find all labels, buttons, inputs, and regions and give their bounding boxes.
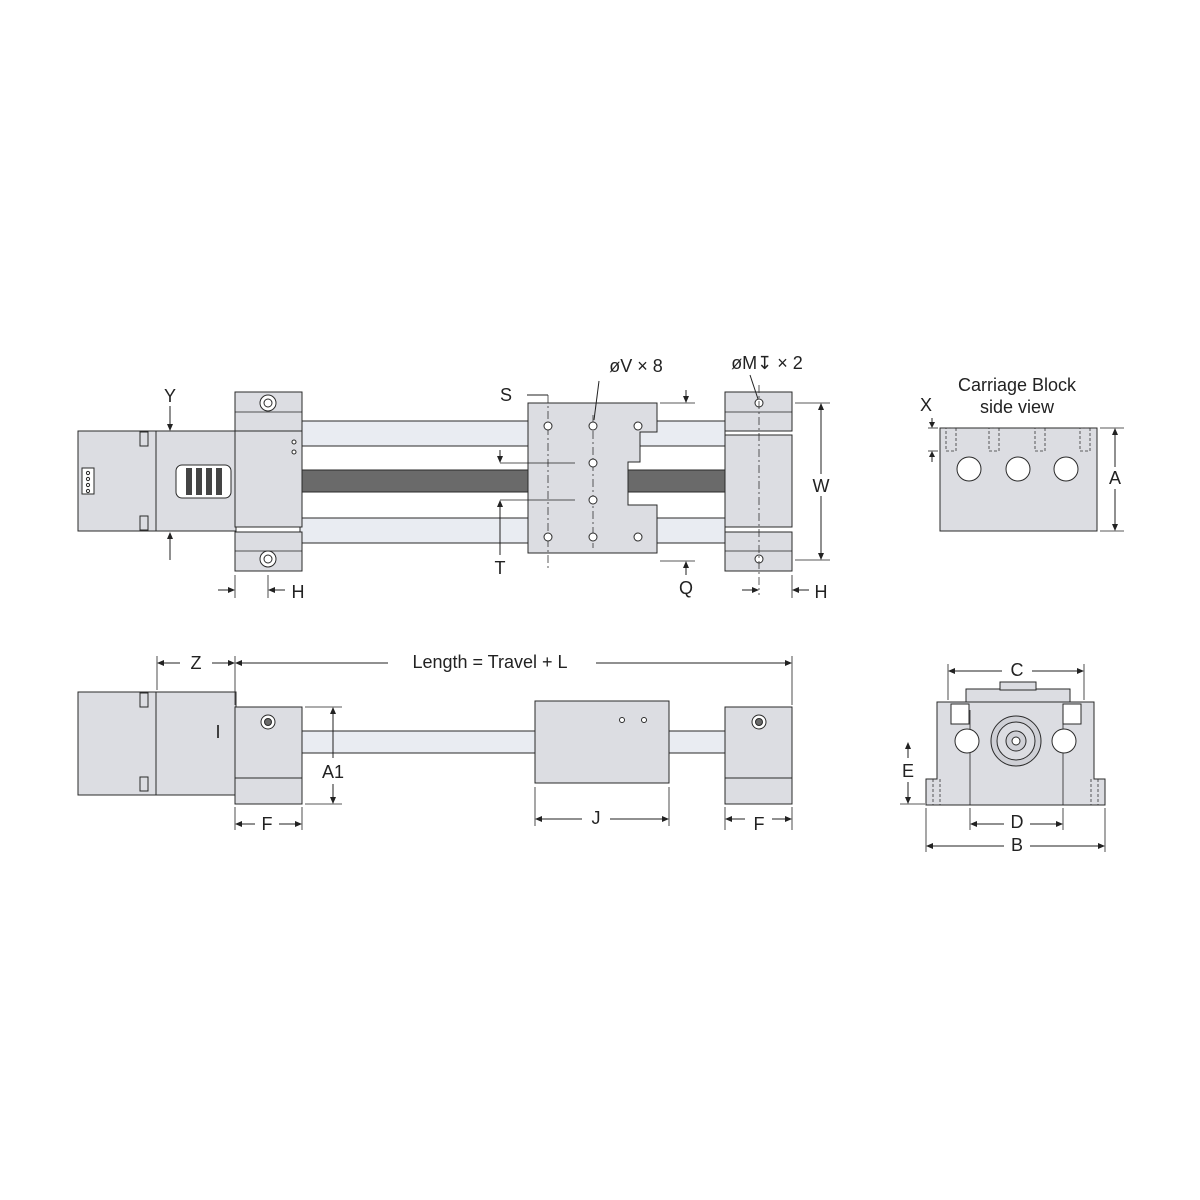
label-Q: Q — [679, 578, 693, 598]
label-M: øM↧ × 2 — [731, 353, 803, 373]
side-view: I Z Length = Travel + L A1 — [77, 652, 793, 834]
label-T: T — [495, 558, 506, 578]
carriage-holes — [543, 421, 643, 542]
label-H-right: H — [815, 582, 828, 602]
carriage-side-view: Carriage Block side view X A — [920, 375, 1126, 532]
label-W: W — [813, 476, 830, 496]
side-left-foot — [234, 777, 303, 805]
end-carriage-top — [965, 688, 1071, 704]
carriage-title-line2: side view — [980, 397, 1055, 417]
upper-guide-rail — [299, 420, 726, 447]
carriage-top — [527, 402, 658, 554]
right-end-block — [724, 434, 793, 528]
right-upper-foot — [724, 391, 793, 432]
left-end-block — [234, 430, 303, 528]
right-lower-foot — [724, 531, 793, 572]
lower-guide-rail — [299, 517, 726, 544]
label-Z: Z — [191, 653, 202, 673]
label-X: X — [920, 395, 932, 415]
label-Y: Y — [164, 386, 176, 406]
label-J: J — [592, 808, 601, 828]
carriage-title-line1: Carriage Block — [958, 375, 1077, 395]
label-S: S — [500, 385, 512, 405]
side-right-foot — [724, 777, 793, 805]
label-C: C — [1011, 660, 1024, 680]
label-A1: A1 — [322, 762, 344, 782]
side-coupling-housing — [155, 691, 237, 796]
label-D: D — [1011, 812, 1024, 832]
label-length: Length = Travel + L — [412, 652, 567, 672]
label-I: I — [215, 722, 220, 742]
top-view: Y H S T øV × 8 øM↧ × 2 Q W — [77, 353, 832, 602]
lead-screw — [299, 469, 726, 493]
label-E: E — [902, 761, 914, 781]
label-F-left: F — [262, 814, 273, 834]
end-view: C E D B — [900, 660, 1106, 855]
side-carriage — [534, 700, 670, 784]
label-A: A — [1109, 468, 1121, 488]
label-H-left: H — [292, 582, 305, 602]
label-V: øV × 8 — [609, 356, 663, 376]
label-B: B — [1011, 835, 1023, 855]
coupling-window — [175, 464, 232, 499]
label-F-right: F — [754, 814, 765, 834]
